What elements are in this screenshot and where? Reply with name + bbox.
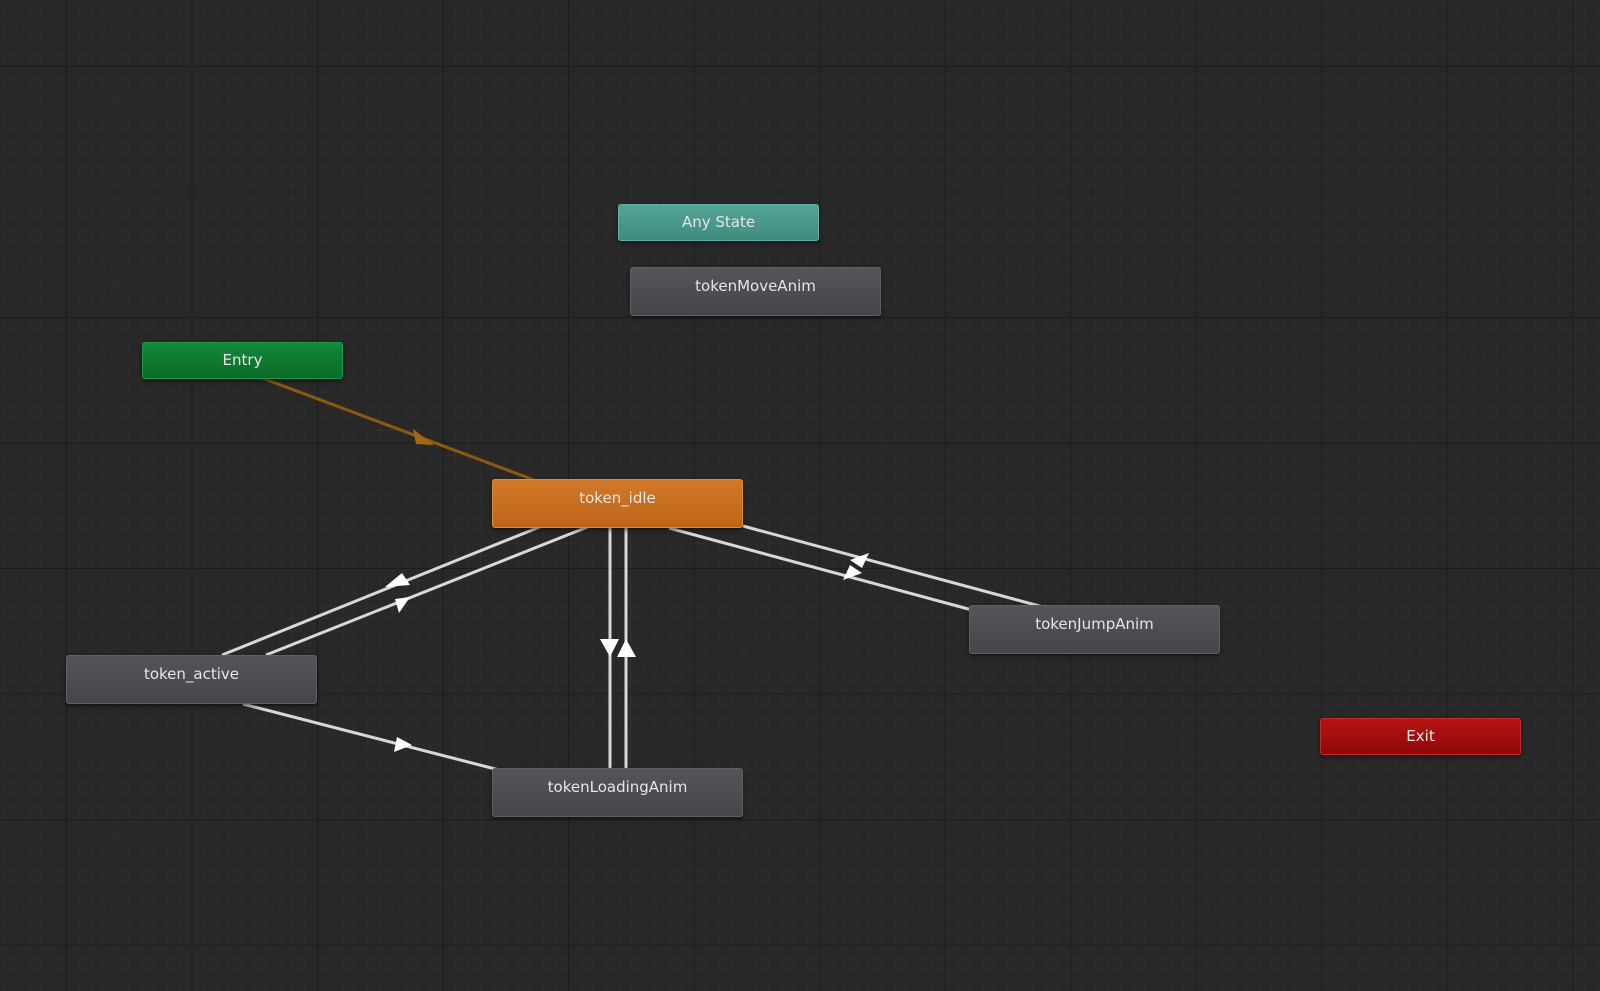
state-node-token-jump-anim[interactable]: tokenJumpAnim [969,605,1220,654]
any-state-node[interactable]: Any State [618,204,819,241]
transition-token-idle-to-token-loading[interactable] [600,528,619,769]
exit-label: Exit [1406,727,1435,745]
state-label-token-idle: token_idle [579,489,656,507]
state-node-token-active[interactable]: token_active [66,655,317,704]
state-node-token-idle-default[interactable]: token_idle [492,479,743,528]
transition-token-idle-to-token-jump[interactable] [668,526,973,612]
transition-token-loading-to-token-idle[interactable] [617,528,636,769]
state-node-token-loading-anim[interactable]: tokenLoadingAnim [492,768,743,817]
state-label-token-active: token_active [143,665,240,683]
transition-token-active-to-token-idle[interactable] [221,524,543,657]
any-state-label: Any State [681,213,756,231]
state-label-token-loading-anim: tokenLoadingAnim [547,778,688,796]
transition-token-active-to-token-loading[interactable] [242,702,504,773]
state-label-token-jump-anim: tokenJumpAnim [1035,615,1154,633]
exit-node[interactable]: Exit [1320,718,1521,755]
transition-token-idle-to-token-active[interactable] [265,524,591,657]
default-transition-entry-to-token-idle[interactable] [261,376,535,482]
transition-token-jump-to-token-idle[interactable] [742,524,1044,609]
state-label-token-move-anim: tokenMoveAnim [695,277,816,295]
state-node-token-move-anim[interactable]: tokenMoveAnim [630,267,881,316]
entry-label: Entry [222,351,263,369]
entry-node[interactable]: Entry [142,342,343,379]
